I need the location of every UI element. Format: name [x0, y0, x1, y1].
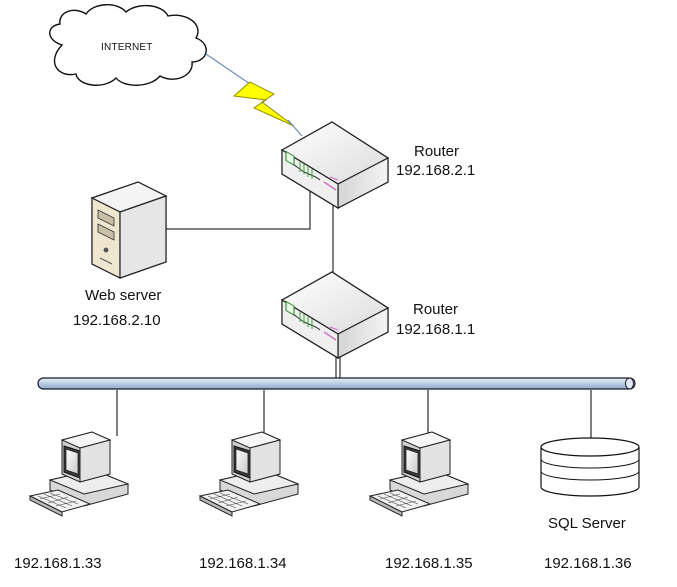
sql-server-name: SQL Server — [548, 515, 626, 532]
sql-server-ip: 192.168.1.36 — [544, 555, 632, 572]
lightning-icon — [205, 53, 303, 137]
workstation-2-ip: 192.168.1.34 — [199, 555, 287, 572]
router-bottom-ip: 192.168.1.1 — [396, 321, 476, 338]
workstation-3-ip: 192.168.1.35 — [385, 555, 473, 572]
server-tower-icon[interactable] — [90, 181, 168, 279]
router-top-name: Router — [414, 143, 460, 160]
internet-label: INTERNET — [101, 42, 153, 53]
database-icon[interactable] — [540, 437, 640, 497]
web-server-name: Web server — [85, 287, 162, 304]
router-bottom-name: Router — [413, 301, 459, 318]
cloud-icon — [49, 4, 207, 86]
workstation-icon[interactable] — [369, 431, 469, 517]
workstation-1-ip: 192.168.1.33 — [14, 555, 102, 572]
workstation-icon[interactable] — [29, 431, 129, 517]
web-server-ip: 192.168.2.10 — [73, 312, 161, 329]
link-web-server-to-router — [128, 189, 311, 230]
network-bus — [37, 377, 636, 390]
workstation-icon[interactable] — [199, 431, 299, 517]
router-icon[interactable] — [281, 121, 389, 209]
router-top-ip: 192.168.2.1 — [396, 162, 476, 179]
router-icon[interactable] — [281, 271, 389, 359]
